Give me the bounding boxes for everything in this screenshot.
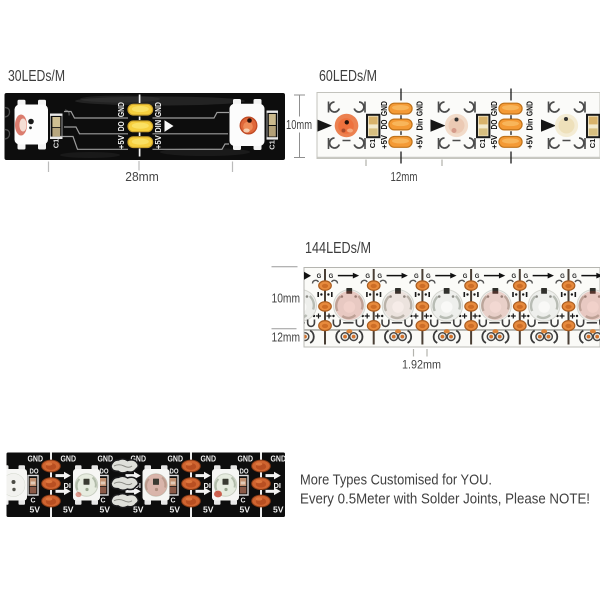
svg-text:+5V: +5V [154,135,163,150]
svg-text:GND: GND [154,102,163,117]
svg-text:30LEDs/M: 30LEDs/M [8,68,65,85]
svg-text:Every 0.5Meter with Solder Joi: Every 0.5Meter with Solder Joints, Pleas… [300,492,590,508]
svg-text:DIN: DIN [154,120,163,133]
svg-text:144LEDs/M: 144LEDs/M [305,240,371,257]
svg-text:DO: DO [117,121,126,131]
svg-text:GND: GND [117,102,126,117]
svg-text:C1: C1 [51,139,60,149]
svg-text:12mm: 12mm [272,330,301,345]
svg-text:+5V: +5V [117,135,126,150]
svg-text:1.92mm: 1.92mm [402,360,441,372]
svg-text:More Types Customised for YOU.: More Types Customised for YOU. [300,473,492,489]
svg-text:10mm: 10mm [286,118,312,132]
svg-text:10mm: 10mm [272,291,301,306]
svg-text:12mm: 12mm [391,170,418,184]
svg-text:28mm: 28mm [125,170,159,184]
svg-text:C1: C1 [267,140,276,150]
svg-text:60LEDs/M: 60LEDs/M [319,68,377,85]
